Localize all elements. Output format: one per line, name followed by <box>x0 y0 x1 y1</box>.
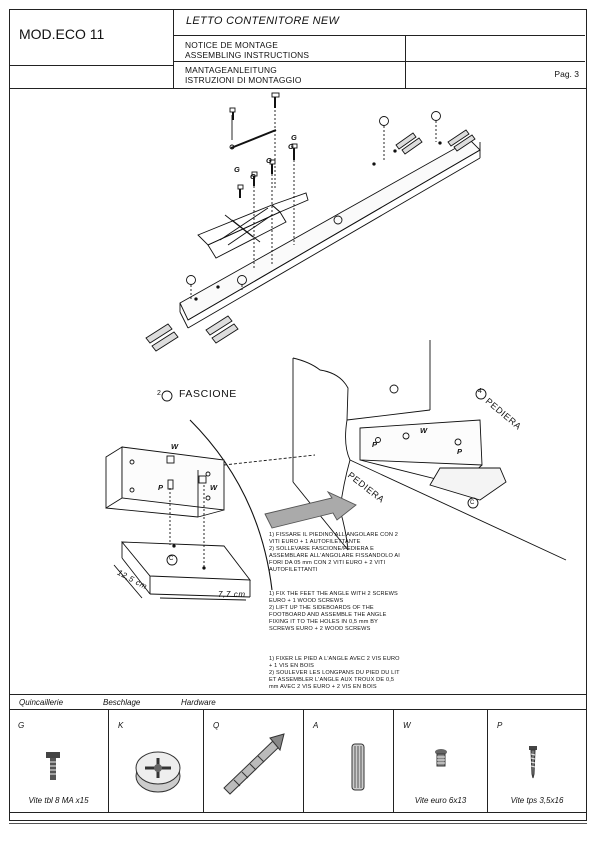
hw-item-w: W Vite euro 6x13 <box>394 710 488 813</box>
label-fascione: FASCIONE <box>179 388 237 400</box>
header-right-cell: Pag. 3 <box>406 36 585 88</box>
exploded-assembly-illustration <box>105 92 567 601</box>
dim-depth: 7,7 cm <box>218 590 246 599</box>
label-c-1: C <box>169 556 174 562</box>
label-g-2: G <box>250 172 256 181</box>
label-g-3: G <box>266 156 272 165</box>
hw-header-de: Beschlage <box>103 698 141 707</box>
hardware-list: G Vite tbl 8 MA x15 K Q A <box>9 710 587 813</box>
label-g-5: G <box>288 142 294 151</box>
product-title: LETTO CONTENITORE NEW <box>186 15 340 27</box>
wood-screw-icon <box>529 746 537 779</box>
headboard-panel <box>292 340 567 561</box>
page-frame <box>9 9 587 821</box>
cam-lock-icon <box>135 751 181 793</box>
hw-header-en: Hardware <box>181 698 216 707</box>
hw-item-k: K <box>109 710 204 813</box>
corner-bracket-top <box>197 192 309 259</box>
assembly-drawing: 2 FASCIONE 4 PEDIERA PEDIERA W W W P P P… <box>10 90 586 690</box>
hw-item-g: G Vite tbl 8 MA x15 <box>9 710 109 813</box>
label-p-3: P <box>457 447 463 456</box>
instructions-it: 1) FISSARE IL PIEDINO ALL'ANGOLARE CON 2… <box>269 532 400 573</box>
hardware-header: Quincaillerie Beschlage Hardware <box>9 694 587 710</box>
rail-board <box>179 139 481 329</box>
lang-en: ASSEMBLING INSTRUCTIONS <box>185 50 310 60</box>
cam-and-dowels-right <box>379 111 476 160</box>
model-name: MOD.ECO 11 <box>19 26 105 42</box>
label-g-1: G <box>234 165 240 174</box>
lang-de: MANTAGEANLEITUNG <box>185 65 277 75</box>
label-p-1: P <box>158 483 164 492</box>
hw-item-q: Q <box>204 710 304 813</box>
label-p-2: P <box>372 440 378 449</box>
label-c-2: C <box>470 500 475 506</box>
label-g-4: G <box>291 133 297 142</box>
footer-rule <box>9 823 587 824</box>
bolt-icon <box>46 752 60 780</box>
instructions-fr: 1) FIXER LE PIED A L'ANGLE AVEC 2 VIS EU… <box>269 656 400 690</box>
num-pediera: 4 <box>478 388 483 395</box>
cam-and-dowels-left <box>145 275 247 352</box>
lang-it: ISTRUZIONI DI MONTAGGIO <box>185 75 302 85</box>
label-w-1: W <box>171 442 179 451</box>
wood-dowel-icon <box>351 743 365 791</box>
exploded-screws <box>229 92 298 270</box>
label-w-3: W <box>420 426 428 435</box>
anchor-bolt-icon <box>223 733 285 795</box>
num-fascione: 2 <box>157 390 162 397</box>
euro-screw-icon <box>435 749 447 767</box>
label-w-2: W <box>210 483 218 492</box>
model-cell: MOD.ECO 11 <box>9 9 174 88</box>
hw-item-p: P Vite tps 3,5x16 <box>488 710 586 813</box>
header: MOD.ECO 11 LETTO CONTENITORE NEW NOTICE … <box>9 9 587 89</box>
foot-bracket-left <box>105 446 316 601</box>
lang-fr: NOTICE DE MONTAGE <box>185 40 279 50</box>
title-row: LETTO CONTENITORE NEW <box>174 9 585 36</box>
hw-header-fr: Quincaillerie <box>19 698 64 707</box>
page-number: Pag. 3 <box>554 69 579 79</box>
instruction-languages: NOTICE DE MONTAGE ASSEMBLING INSTRUCTION… <box>174 36 406 88</box>
hw-item-a: A <box>304 710 394 813</box>
